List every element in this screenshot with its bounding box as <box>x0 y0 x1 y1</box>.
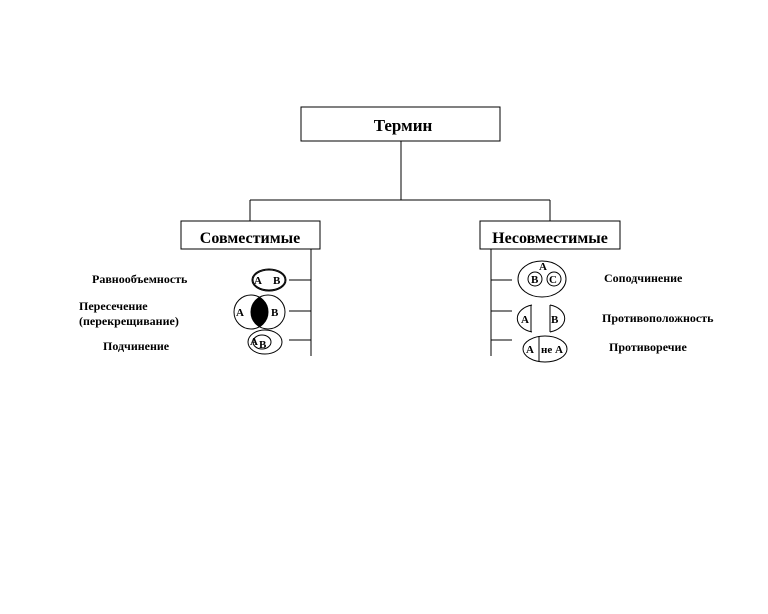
intersection-label-line1: Пересечение <box>79 299 148 313</box>
contradiction-circle-not-a: не A <box>541 344 563 356</box>
incompatible-title: Несовместимые <box>492 230 608 247</box>
equivalence-venn: A B <box>251 268 287 292</box>
subordination-circle-b: B <box>259 339 267 351</box>
compatible-box: Совместимые <box>180 220 321 250</box>
compatible-title: Совместимые <box>200 230 300 247</box>
incompatible-box: Несовместимые <box>479 220 621 250</box>
contradiction-circle-a: A <box>526 344 534 356</box>
opposition-circle-b: B <box>551 314 559 326</box>
root-term-box: Термин <box>300 106 501 142</box>
cosubordination-circle-a: A <box>539 261 547 273</box>
equivalence-circle-a: A <box>254 275 262 287</box>
cosubordination-circle-b: B <box>531 274 539 286</box>
subordination-circle-a: A <box>250 336 258 348</box>
cosubordination-venn: A B C <box>517 260 567 298</box>
connector-lines <box>249 141 551 356</box>
contradiction-venn: A не A <box>522 335 568 363</box>
intersection-label-line2: (перекрещивание) <box>79 314 179 328</box>
equivalence-label: Равнообъемность <box>92 272 188 286</box>
opposition-label: Противоположность <box>602 311 714 325</box>
subordination-venn: A B <box>247 329 283 355</box>
intersection-circle-a: A <box>236 307 244 319</box>
contradiction-label: Противоречие <box>609 340 687 354</box>
cosubordination-label: Соподчинение <box>604 271 683 285</box>
intersection-circle-b: B <box>271 307 279 319</box>
intersection-venn: A B <box>233 294 286 330</box>
root-term-title: Термин <box>374 116 433 135</box>
subordination-label: Подчинение <box>103 339 170 353</box>
cosubordination-circle-c: C <box>549 274 557 286</box>
equivalence-circle-b: B <box>273 275 281 287</box>
opposition-circle-a: A <box>521 314 529 326</box>
opposition-venn: A B <box>516 304 566 333</box>
